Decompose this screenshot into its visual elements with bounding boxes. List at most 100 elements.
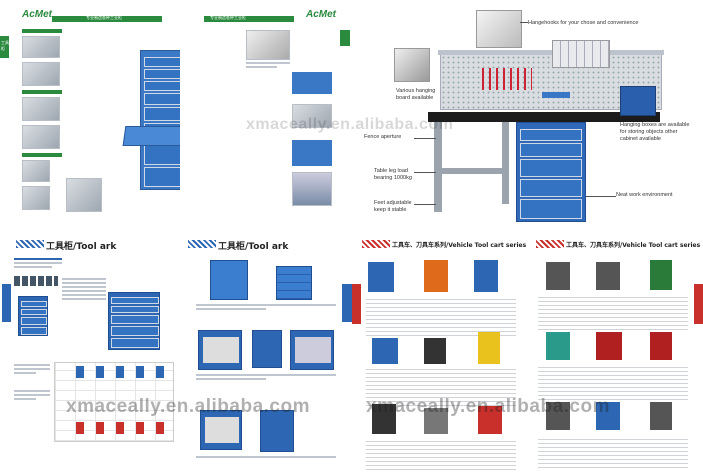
header-text: 专业制造各种工业柜	[210, 15, 246, 20]
model-thumbnails-red	[76, 422, 166, 434]
cart-yellow	[478, 332, 500, 364]
cart-blue-3	[372, 338, 398, 364]
callout-leg-load: Table leg load bearing 1000kg	[374, 168, 412, 181]
cart-grid-5	[596, 332, 622, 360]
detail-photo-5	[22, 160, 50, 182]
tool-ark-page-1: 工具柜/Tool ark	[0, 234, 180, 474]
pedestal-cabinet	[516, 122, 586, 222]
lock-photo	[246, 30, 290, 60]
cart-grid-3	[650, 260, 672, 290]
brand-logo: AcMet	[22, 9, 53, 20]
drawer-side-photo	[292, 104, 332, 128]
feature-icons	[14, 276, 58, 286]
drawer-track-photo	[292, 72, 332, 94]
leg-crossbar	[442, 168, 502, 174]
bin-rack	[552, 40, 610, 68]
tool-ark-page-2: 工具柜/Tool ark	[180, 234, 352, 474]
tool-holder	[542, 92, 570, 98]
cabinet-bottom-2	[260, 410, 294, 452]
text-row-1	[366, 296, 516, 336]
hook-inset-photo	[476, 10, 522, 48]
cart-blue-1	[368, 262, 394, 292]
callout-aperture: Fence aperture	[364, 134, 402, 140]
left-notes	[14, 364, 50, 402]
cabinet-open-2	[252, 330, 282, 368]
watermark-1: xmaceally.en.alibaba.com	[66, 396, 310, 417]
spec-table	[62, 278, 106, 302]
worktop	[428, 112, 660, 122]
detail-photo-1	[22, 36, 60, 58]
text-row-3	[538, 436, 688, 468]
box-inset-photo	[620, 86, 656, 116]
watermark-2: xmaceally.en.alibaba.com	[366, 396, 610, 417]
small-tool-cabinet	[18, 296, 48, 336]
open-drawer	[122, 126, 186, 146]
model-thumbnails	[76, 366, 166, 378]
left-leg	[434, 122, 442, 212]
catalog-page-top-left-b: 专业制造各种工业柜 AcMet	[180, 0, 350, 228]
cabinet-bottom-1	[200, 410, 242, 450]
text-row-2	[538, 364, 688, 400]
hanging-tools	[482, 68, 532, 90]
callout-hanging-board: Various hanging board available	[396, 88, 436, 101]
title-checker	[188, 240, 216, 248]
title-checker	[362, 240, 390, 248]
watermark-3: xmaceally.en.alibaba.com	[246, 116, 454, 133]
section-strip	[22, 90, 62, 94]
top-shelf	[438, 50, 664, 55]
callout-neat-work: Neat work environment	[616, 192, 673, 198]
spec-text-block	[14, 258, 62, 270]
section-strip	[22, 29, 62, 33]
cart-grid-4	[546, 332, 570, 360]
side-tab	[694, 284, 703, 324]
board-inset-photo	[394, 48, 430, 82]
section-title: 工具车、刀具车系列/Vehicle Tool cart series	[392, 242, 527, 249]
side-tab-label: 工具柜	[1, 40, 9, 51]
text-row-3	[366, 438, 516, 470]
side-tab	[342, 284, 352, 322]
cart-grey	[424, 408, 448, 434]
callout-hanging-boxes: Hanging boxes are available for storing …	[620, 122, 690, 142]
header-text: 专业制造各种工业柜	[86, 15, 122, 20]
caption-row-3	[196, 456, 336, 460]
callout-hangehooks: Hangehooks for your chose and convenienc…	[528, 20, 639, 26]
cart-grid-6	[650, 332, 672, 360]
section-strip	[22, 153, 62, 157]
lock-caption	[246, 62, 290, 70]
cart-grid-1	[546, 262, 570, 290]
large-tool-cabinet	[108, 292, 160, 350]
caption-row-1	[196, 304, 336, 312]
cart-dark-2	[372, 404, 396, 434]
caption-row-2	[196, 374, 336, 382]
cart-red	[478, 406, 502, 434]
detail-photo-3	[22, 97, 60, 121]
drawer-detail-photo	[292, 172, 332, 206]
section-title: 工具柜/Tool ark	[218, 242, 289, 252]
detail-photo-6	[22, 186, 50, 210]
cart-grid-2	[596, 262, 620, 290]
cart-grid-7	[546, 402, 570, 430]
middle-leg	[502, 122, 509, 204]
cabinet-open-3	[290, 330, 334, 370]
side-tab	[2, 284, 11, 322]
cabinet-open-1	[198, 330, 242, 370]
detail-photo-2	[22, 62, 60, 86]
brand-logo: AcMet	[306, 9, 337, 20]
detail-photo-4	[22, 125, 60, 149]
cart-blue-2	[474, 260, 498, 292]
tool-cart-page-1: 工具车、刀具车系列/Vehicle Tool cart series	[352, 234, 528, 474]
drawer-blue-photo	[292, 140, 332, 166]
detail-photo-7	[66, 178, 102, 212]
tool-cart-page-2: 工具车、刀具车系列/Vehicle Tool cart series	[528, 234, 703, 474]
title-checker	[536, 240, 564, 248]
cart-grid-9	[650, 402, 672, 430]
cart-grid-8	[596, 402, 620, 430]
cabinet-2-drawer	[210, 260, 248, 300]
callout-feet: Feet adjustable keep it stable	[374, 200, 412, 213]
text-row-2	[366, 368, 516, 406]
text-row-1	[538, 294, 688, 330]
cabinet-4-drawer	[276, 266, 312, 300]
header-bar	[204, 16, 294, 22]
header-bar	[52, 16, 162, 22]
section-title: 工具柜/Tool ark	[46, 242, 117, 252]
